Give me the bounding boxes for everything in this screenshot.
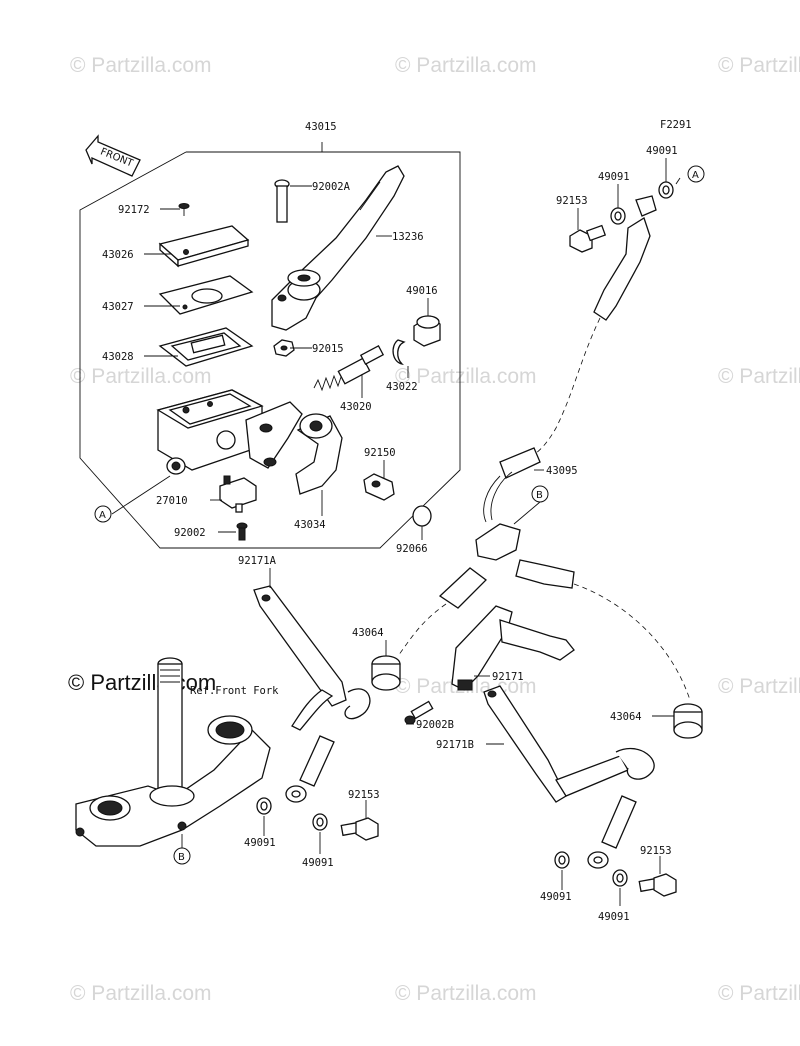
part-label: 13236 bbox=[392, 231, 424, 243]
part-label: 92015 bbox=[312, 343, 344, 355]
svg-text:A: A bbox=[692, 170, 699, 181]
watermark: © Partzilla.com bbox=[718, 365, 800, 388]
washers-bottom bbox=[554, 851, 628, 887]
bracket-92171a bbox=[253, 585, 371, 731]
banjo-bolt-92153-top bbox=[569, 224, 607, 253]
front-arrow-icon: FRONT bbox=[85, 134, 141, 177]
part-label: 43026 bbox=[102, 249, 134, 261]
part-label: 49091 bbox=[646, 145, 678, 157]
cap-92066 bbox=[412, 505, 432, 527]
assembly-outline bbox=[79, 151, 461, 549]
part-label: 92171B bbox=[436, 739, 474, 751]
ref-marker-a-right: A bbox=[687, 165, 705, 183]
part-label: 92171A bbox=[238, 555, 277, 567]
part-label: 92153 bbox=[556, 195, 588, 207]
dust-boot bbox=[413, 315, 441, 347]
leader-lines-upper bbox=[111, 185, 429, 540]
watermark-dark: © Partzilla.com bbox=[68, 670, 216, 695]
part-label: 49016 bbox=[406, 285, 438, 297]
watermark: © Partzilla.com bbox=[395, 365, 537, 388]
watermark: © Partzilla.com bbox=[718, 982, 800, 1005]
pivot-bolt bbox=[274, 179, 290, 223]
watermark: © Partzilla.com bbox=[395, 982, 537, 1005]
banjo-bolt-92150 bbox=[363, 473, 395, 501]
reservoir-cap bbox=[158, 225, 250, 268]
diaphragm bbox=[158, 327, 254, 367]
brake-lever bbox=[271, 165, 405, 331]
circlip bbox=[392, 339, 406, 366]
washers-mid bbox=[256, 797, 328, 831]
svg-text:B: B bbox=[178, 852, 185, 863]
ref-marker-a-left: A bbox=[94, 505, 112, 523]
part-label: 92002A bbox=[312, 181, 351, 193]
part-label: 92153 bbox=[348, 789, 380, 801]
part-label: 92002 bbox=[174, 527, 206, 539]
part-label: 27010 bbox=[156, 495, 188, 507]
part-label: 92153 bbox=[640, 845, 672, 857]
bracket-92171b bbox=[483, 685, 655, 803]
part-label: 43020 bbox=[340, 401, 372, 413]
part-label: 43064 bbox=[610, 711, 642, 723]
part-label: 92002B bbox=[416, 719, 454, 731]
svg-text:A: A bbox=[99, 510, 106, 521]
leader-lines-lower bbox=[181, 158, 681, 906]
lever-holder bbox=[295, 413, 343, 495]
ref-marker-b-left: B bbox=[173, 847, 191, 865]
watermark: © Partzilla.com bbox=[718, 675, 800, 698]
ref-note: Ref.Front Fork bbox=[190, 685, 279, 697]
part-label: 92150 bbox=[364, 447, 396, 459]
brake-light-switch bbox=[219, 475, 257, 513]
part-label: 49091 bbox=[302, 857, 334, 869]
piston-spring bbox=[313, 345, 385, 392]
banjo-bolt-92153-mid bbox=[340, 817, 379, 841]
part-label: 49091 bbox=[598, 171, 630, 183]
part-label: 49091 bbox=[540, 891, 572, 903]
watermark: © Partzilla.com bbox=[70, 365, 212, 388]
part-label: 49091 bbox=[598, 911, 630, 923]
brake-hose bbox=[397, 195, 691, 701]
lower-hose-right bbox=[587, 795, 637, 869]
diaphragm-plate bbox=[158, 275, 254, 315]
svg-text:B: B bbox=[536, 490, 543, 501]
part-label: 49091 bbox=[244, 837, 276, 849]
banjo-bolt-92153-bottom bbox=[638, 873, 677, 897]
master-cylinder-body bbox=[156, 389, 303, 475]
watermark: © Partzilla.com bbox=[395, 54, 537, 77]
grommet-43064-right bbox=[673, 703, 703, 739]
part-label: 43027 bbox=[102, 301, 134, 313]
part-label: 92172 bbox=[118, 204, 150, 216]
cap-screw bbox=[178, 203, 190, 216]
part-labels: 43015 92172 92002A 13236 43026 43027 430… bbox=[102, 121, 678, 923]
part-label: 43022 bbox=[386, 381, 418, 393]
part-label: 43064 bbox=[352, 627, 384, 639]
part-label: 92171 bbox=[492, 671, 524, 683]
part-label: 43028 bbox=[102, 351, 134, 363]
watermark: © Partzilla.com bbox=[70, 982, 212, 1005]
lower-hose-left bbox=[285, 735, 335, 803]
part-label: 43095 bbox=[546, 465, 578, 477]
part-label: 43015 bbox=[305, 121, 337, 133]
switch-screw bbox=[236, 522, 248, 541]
ref-marker-b-right: B bbox=[531, 485, 549, 503]
watermark: © Partzilla.com bbox=[70, 54, 212, 77]
watermark: © Partzilla.com bbox=[718, 54, 800, 77]
part-label: 92066 bbox=[396, 543, 428, 555]
part-label: 43034 bbox=[294, 519, 326, 531]
pivot-nut bbox=[273, 339, 295, 357]
grommet-43064-left bbox=[371, 655, 401, 691]
steering-stem bbox=[75, 657, 271, 847]
figure-code: F2291 bbox=[660, 119, 692, 131]
joint-bracket bbox=[451, 605, 575, 691]
